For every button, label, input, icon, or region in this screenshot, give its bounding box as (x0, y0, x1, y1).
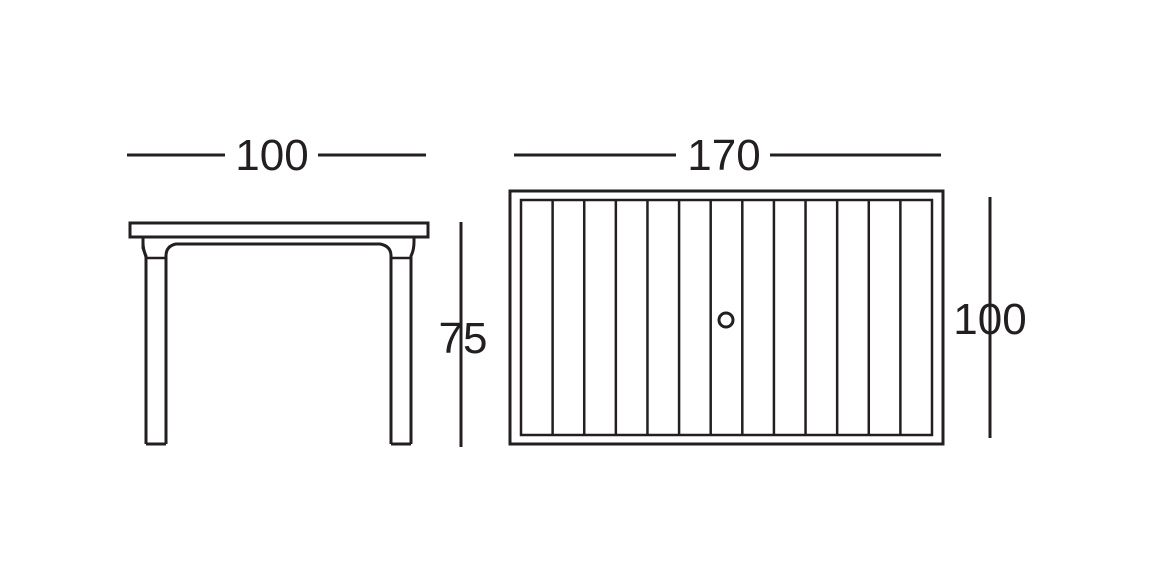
depth-dimension: 100 (953, 197, 1027, 438)
top-length-dimension: 170 (514, 131, 941, 180)
side-width-label: 100 (235, 131, 308, 180)
height-dimension: 75 (439, 222, 488, 447)
height-label: 75 (439, 314, 488, 363)
umbrella-hole (717, 311, 735, 329)
table-top-inner-frame (519, 198, 934, 437)
table-top-view (508, 189, 945, 446)
table-top-edge (128, 221, 430, 239)
top-length-label: 170 (687, 131, 760, 180)
table-side-view (128, 221, 430, 446)
left-leg-top-curve (141, 237, 148, 259)
depth-label: 100 (953, 295, 1026, 344)
right-leg (409, 237, 416, 444)
side-width-dimension: 100 (127, 131, 426, 180)
table-slats (551, 200, 902, 435)
table-top-outer-frame (508, 189, 945, 446)
left-leg (141, 237, 393, 444)
